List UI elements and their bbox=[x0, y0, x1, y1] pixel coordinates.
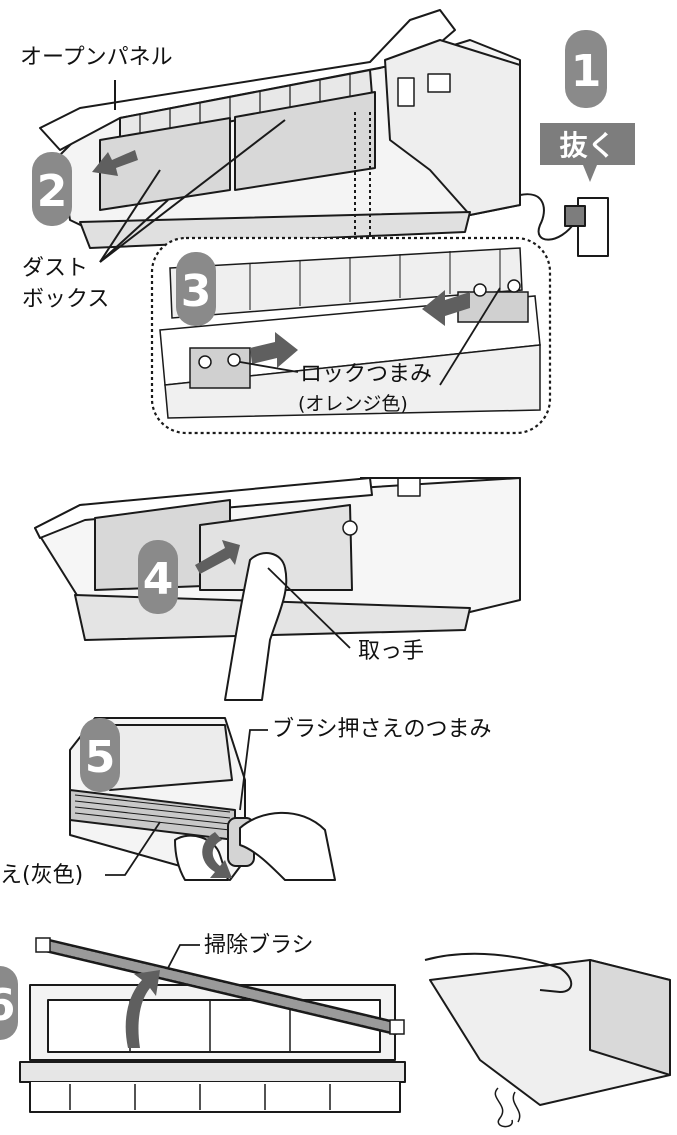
svg-text:3: 3 bbox=[181, 266, 212, 317]
step-badge-1: 1 bbox=[565, 30, 607, 108]
cleaning-brush-illustration bbox=[19, 984, 406, 1113]
lock-knob-label: ロックつまみ bbox=[300, 362, 433, 387]
leader-lines-section1 bbox=[99, 80, 286, 263]
brush-holder-knob-label: ブラシ押さえのつまみ bbox=[272, 717, 492, 742]
step-badge-2: 2 bbox=[32, 152, 72, 226]
leader-brush bbox=[167, 944, 200, 969]
dust-box-label-line1: ダスト bbox=[22, 256, 89, 281]
handle-label: 取っ手 bbox=[358, 639, 425, 664]
dust-box-label-line2: ボックス bbox=[22, 287, 110, 312]
brush-holder-gray-label: え(灰色) bbox=[0, 863, 84, 888]
dustbox-dumping-illustration bbox=[424, 952, 671, 1128]
remove-dustbox-illustration bbox=[34, 477, 521, 701]
step-badge-6: 6 bbox=[0, 966, 18, 1040]
svg-text:2: 2 bbox=[37, 166, 68, 217]
step-badge-3: 3 bbox=[176, 252, 216, 326]
svg-text:4: 4 bbox=[143, 554, 174, 605]
arrow-lock-right bbox=[250, 332, 298, 368]
svg-text:5: 5 bbox=[85, 732, 116, 783]
svg-text:6: 6 bbox=[0, 980, 15, 1031]
arrow-step5 bbox=[202, 832, 232, 878]
leader-lines-section4 bbox=[105, 729, 268, 876]
arrow-step2 bbox=[92, 150, 138, 176]
open-panel-label: オープンパネル bbox=[20, 45, 173, 70]
leader-handle bbox=[267, 567, 351, 649]
step-badge-4: 4 bbox=[138, 540, 178, 614]
arrow-step6 bbox=[125, 970, 160, 1048]
unplug-label: 抜く bbox=[540, 123, 635, 165]
brush-rod bbox=[35, 937, 405, 1035]
lock-knob-color-note: (オレンジ色) bbox=[298, 393, 408, 415]
cleaning-brush-label: 掃除ブラシ bbox=[204, 933, 314, 958]
step-badge-5: 5 bbox=[80, 718, 120, 792]
arrow-lock-left bbox=[422, 290, 470, 326]
arrow-step4 bbox=[195, 540, 240, 574]
zoom-callout-lock-knobs bbox=[150, 112, 552, 435]
svg-text:1: 1 bbox=[571, 46, 602, 97]
